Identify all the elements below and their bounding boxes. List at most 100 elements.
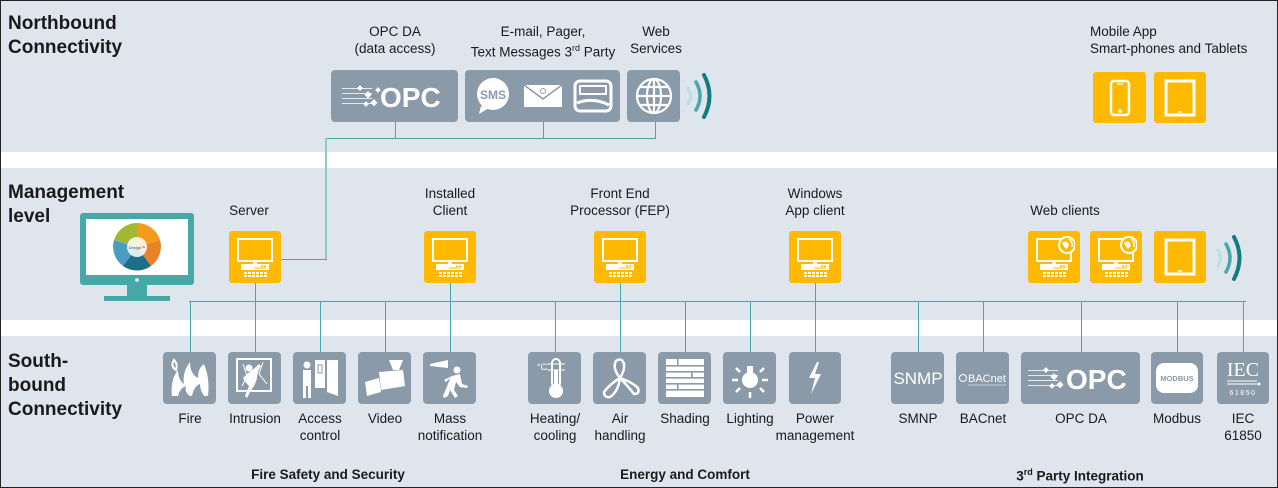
- connector: [281, 259, 327, 260]
- web-computer-icon: [1098, 236, 1137, 277]
- modbus-icon: MODBUS: [1156, 363, 1198, 393]
- connector: [1243, 301, 1244, 352]
- tile-lightning[interactable]: [789, 352, 841, 404]
- connector: [255, 301, 256, 352]
- tile-opc-logo[interactable]: OPC: [1021, 352, 1140, 404]
- southbound-label: Intrusion: [229, 411, 281, 426]
- southbound-label: IEC 61850: [1224, 411, 1262, 443]
- tile-text: SNMP: [894, 369, 942, 388]
- wireless-signal-icon: [1216, 235, 1242, 281]
- connector: [918, 301, 919, 352]
- computer-icon: [602, 238, 638, 277]
- svg-text:SMS: SMS: [479, 88, 505, 102]
- tile-thermometer[interactable]: °C: [528, 352, 581, 404]
- web-services-label: Web Services: [630, 24, 682, 56]
- svg-text:61850: 61850: [1230, 390, 1257, 397]
- connector: [620, 281, 621, 301]
- connector: [685, 301, 686, 352]
- installed-client-tile[interactable]: [424, 231, 476, 283]
- camera-icon: [364, 360, 405, 396]
- computer-icon: [237, 238, 273, 277]
- connector: [450, 301, 451, 352]
- tile-modbus[interactable]: MODBUS: [1151, 352, 1203, 404]
- connector: [325, 138, 656, 139]
- connector: [190, 301, 191, 352]
- tile-access-control[interactable]: [293, 352, 346, 404]
- tile-fan[interactable]: [593, 352, 646, 404]
- northbound-title: Northbound Connectivity: [8, 13, 123, 58]
- svg-text:OPC: OPC: [1066, 364, 1127, 395]
- smartphone-icon: [1109, 79, 1130, 116]
- lightbulb-icon: [731, 366, 768, 398]
- lightning-icon: [809, 362, 821, 394]
- fan-icon: [602, 358, 640, 399]
- server-tile[interactable]: [229, 231, 281, 283]
- intrusion-icon: [235, 358, 272, 398]
- opc-logo-icon: OPC: [1027, 364, 1127, 395]
- connector: [983, 301, 984, 352]
- svg-text:MODBUS: MODBUS: [1160, 374, 1193, 383]
- connector: [1177, 301, 1178, 352]
- web-client-tile[interactable]: [1028, 231, 1080, 283]
- tablet-tile[interactable]: [1154, 72, 1206, 123]
- southbound-label: Lighting: [726, 411, 774, 426]
- web-client-tile[interactable]: [1090, 231, 1142, 283]
- connector: [815, 301, 816, 352]
- tile-mass-notification[interactable]: [423, 352, 476, 404]
- bacnet-icon: BACnet: [958, 373, 1006, 386]
- sms-icon: SMS: [476, 78, 509, 114]
- southbound-label: Fire: [178, 411, 202, 426]
- southbound-label: OPC DA: [1055, 411, 1107, 426]
- connector: [450, 281, 451, 301]
- mass-notification-icon: [429, 360, 468, 398]
- fire-icon: [170, 358, 208, 396]
- connector: [620, 301, 621, 352]
- web-clients-label: Web clients: [1030, 203, 1100, 218]
- connector: [815, 281, 816, 301]
- group-energy-comfort: Energy and Comfort: [620, 467, 750, 482]
- connector: [255, 281, 256, 301]
- web-client-tablet-tile[interactable]: [1154, 231, 1206, 283]
- tile-blinds[interactable]: [658, 352, 711, 404]
- connector: [555, 301, 556, 352]
- fep-tile[interactable]: [594, 231, 646, 283]
- connector: [325, 138, 327, 260]
- management-title: Management level: [8, 182, 125, 227]
- email-icon: [523, 84, 562, 107]
- tile-camera[interactable]: [358, 352, 411, 404]
- thermometer-icon: °C: [537, 358, 565, 398]
- messaging-label: E-mail, Pager, Text Messages 3rd Party: [470, 24, 616, 60]
- svg-text:°C: °C: [537, 362, 548, 372]
- southbound-label: Shading: [660, 411, 710, 426]
- svg-text:Desigo™: Desigo™: [129, 245, 145, 250]
- computer-icon: [432, 238, 468, 277]
- server-label: Server: [229, 203, 269, 218]
- tile-bacnet[interactable]: BACnet: [956, 352, 1009, 404]
- southbound-label: SMNP: [898, 411, 938, 426]
- connector: [1081, 301, 1082, 352]
- computer-icon: [797, 238, 833, 277]
- messaging-tile[interactable]: SMS: [465, 70, 620, 122]
- tile-iec[interactable]: IEC 61850: [1217, 352, 1269, 404]
- opc-da-tile[interactable]: OPC: [331, 70, 458, 122]
- connector: [543, 122, 544, 138]
- snmp-icon: SNMP: [894, 369, 942, 388]
- tile-snmp[interactable]: SNMP: [891, 352, 944, 404]
- group-fire-safety-security: Fire Safety and Security: [251, 467, 405, 482]
- windows-app-client-tile[interactable]: [789, 231, 841, 283]
- tile-lightbulb[interactable]: [723, 352, 776, 404]
- access-control-icon: [302, 360, 338, 398]
- blinds-icon: [665, 359, 704, 397]
- southbound-label: Mass notification: [417, 411, 483, 443]
- tile-fire[interactable]: [163, 352, 216, 404]
- tile-intrusion[interactable]: [228, 352, 281, 404]
- web-services-tile[interactable]: [627, 70, 680, 122]
- connector: [750, 301, 751, 352]
- smartphone-tile[interactable]: [1093, 72, 1146, 123]
- opc-logo-icon: OPC: [341, 82, 440, 113]
- tablet-icon: [1164, 79, 1196, 116]
- southbound-label: BACnet: [959, 411, 1007, 426]
- svg-text:IEC: IEC: [1227, 359, 1259, 381]
- bus-line: [189, 301, 1246, 302]
- web-computer-icon: [1036, 236, 1075, 277]
